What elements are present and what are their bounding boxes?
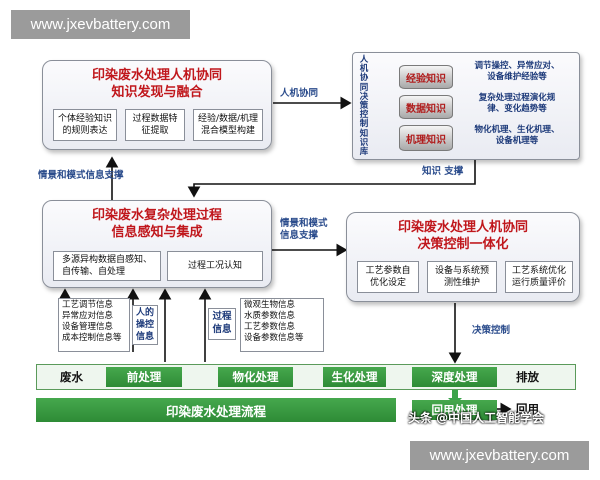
scenario-support-left-label: 情景和模式信息支撑 <box>38 170 124 181</box>
physicochemical-step: 物化处理 <box>218 367 293 387</box>
knowledge-base-panel: 人 机 协 同 决 策 控 制 知 识 库 经验知识 数据知识 机理知识 调节操… <box>352 52 580 160</box>
arrow-knowledge-support <box>187 160 476 198</box>
flow-input-label: 废水 <box>60 370 83 384</box>
experience-knowledge-layer: 经验知识 <box>399 65 453 89</box>
data-knowledge-desc: 复杂处理过程演化规 律、变化趋势等 <box>478 93 556 114</box>
perception-panel: 印染废水复杂处理过程 信息感知与集成 多源异构数据自感知、 自传输、自处理 过程… <box>42 200 272 288</box>
mechanism-knowledge-desc: 物化机理、生化机理、 设备机理等 <box>474 125 560 146</box>
perception-panel-title: 印染废水复杂处理过程 信息感知与集成 <box>91 208 222 240</box>
reuse-output-label: 回用 <box>516 402 539 416</box>
process-info-list: 微观生物信息 水质参数信息 工艺参数信息 设备参数信息等 <box>240 298 324 352</box>
process-info-label: 过程 信息 <box>208 308 236 340</box>
rule-expression-box: 个体经验知识 的规则表达 <box>53 109 117 141</box>
predictive-maintenance-box: 设备与系统预 测性维护 <box>427 261 497 293</box>
decision-control-label: 决策控制 <box>472 325 511 336</box>
pretreatment-step: 前处理 <box>106 367 182 387</box>
watermark-top: www.jxevbattery.com <box>11 10 190 39</box>
knowledge-base-label: 人 机 协 同 决 策 控 制 知 识 库 <box>359 55 369 158</box>
human-info-list: 工艺调节信息 异常应对信息 设备管理信息 成本控制信息等 <box>58 298 130 352</box>
flow-output-label: 排放 <box>516 370 539 384</box>
source-credit: 头条 @中国人工智能学会 <box>408 411 545 425</box>
condition-cognition-box: 过程工况认知 <box>167 251 263 281</box>
watermark-bottom: www.jxevbattery.com <box>410 441 589 470</box>
param-optimization-box: 工艺参数自 优化设定 <box>357 261 419 293</box>
scenario-support-mid-label: 情景和模式 信息支撑 <box>280 218 328 241</box>
flow-banner: 印染废水处理流程 <box>36 398 396 422</box>
mechanism-knowledge-layer: 机理知识 <box>399 125 453 151</box>
decision-panel-title: 印染废水处理人机协同 决策控制一体化 <box>397 220 528 252</box>
advanced-treatment-step: 深度处理 <box>412 367 497 387</box>
data-knowledge-layer: 数据知识 <box>399 95 453 119</box>
biochemical-step: 生化处理 <box>323 367 386 387</box>
knowledge-support-label: 知识 支撑 <box>422 166 464 177</box>
multisource-data-box: 多源异构数据自感知、 自传输、自处理 <box>53 251 161 281</box>
quality-evaluation-box: 工艺系统优化 运行质量评价 <box>505 261 573 293</box>
decision-panel: 印染废水处理人机协同 决策控制一体化 工艺参数自 优化设定 设备与系统预 测性维… <box>346 212 580 302</box>
human-machine-label: 人机协同 <box>280 88 319 99</box>
knowledge-discovery-panel: 印染废水处理人机协同 知识发现与融合 个体经验知识 的规则表达 过程数据特 征提… <box>42 60 272 150</box>
reuse-step: 回用处理 <box>412 400 497 420</box>
feature-extraction-box: 过程数据特 征提取 <box>125 109 185 141</box>
experience-knowledge-desc: 调节操控、异常应对、 设备维护经验等 <box>474 61 560 82</box>
knowledge-panel-title: 印染废水处理人机协同 知识发现与融合 <box>91 68 222 100</box>
human-info-label: 人的 操控 信息 <box>132 305 158 345</box>
hybrid-model-box: 经验/数据/机理 混合模型构建 <box>193 109 263 141</box>
